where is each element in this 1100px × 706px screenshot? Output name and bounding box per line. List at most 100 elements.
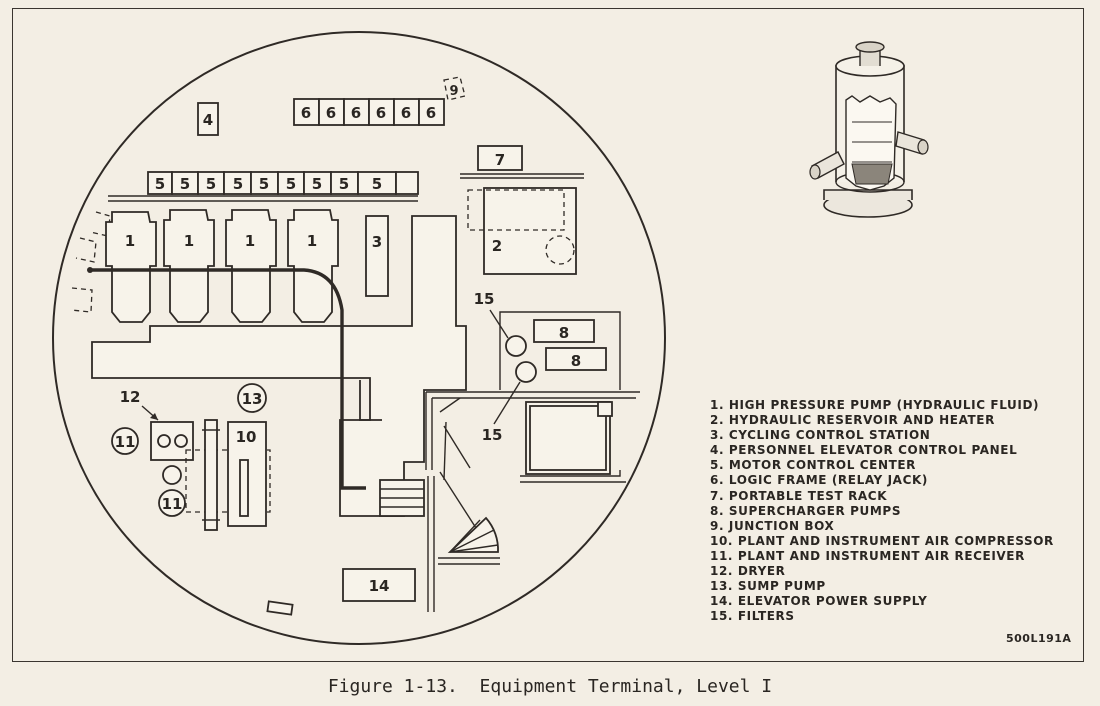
filter bbox=[515, 361, 537, 383]
wall-niche bbox=[75, 237, 97, 263]
legend-item: 1. HIGH PRESSURE PUMP (HYDRAULIC FLUID) bbox=[710, 398, 1040, 412]
label-5: 5 bbox=[233, 175, 243, 193]
legend-item: 3. CYCLING CONTROL STATION bbox=[710, 428, 931, 443]
air-receiver bbox=[162, 465, 182, 485]
supercharger-pump bbox=[545, 347, 607, 371]
supercharger-enclosure bbox=[499, 311, 621, 390]
label-5: 5 bbox=[286, 175, 296, 193]
wall-access-panel bbox=[266, 600, 294, 616]
piping-endpoint bbox=[87, 267, 93, 273]
label-1: 1 bbox=[307, 232, 317, 250]
air-receiver-label-circle bbox=[158, 489, 186, 517]
label-7: 7 bbox=[495, 151, 505, 169]
logic-frame bbox=[393, 98, 420, 126]
label-5: 5 bbox=[372, 175, 382, 193]
label-6: 6 bbox=[326, 104, 336, 122]
high-pressure-pump: 1 bbox=[225, 209, 277, 323]
leader-line bbox=[489, 309, 509, 339]
high-pressure-pump: 1 bbox=[287, 209, 339, 323]
label-6: 6 bbox=[351, 104, 361, 122]
legend-item: 5. MOTOR CONTROL CENTER bbox=[710, 458, 917, 473]
label-5: 5 bbox=[180, 175, 190, 193]
label-6: 6 bbox=[301, 104, 311, 122]
legend-item: 10. PLANT AND INSTRUMENT AIR COMPRESSOR bbox=[710, 533, 1054, 548]
legend-item: 9. JUNCTION BOX bbox=[710, 518, 835, 533]
figure-id: 500L191A bbox=[1006, 632, 1072, 645]
legend-item: 13. SUMP PUMP bbox=[710, 579, 826, 594]
leader-arrow bbox=[150, 413, 158, 420]
logic-frame bbox=[368, 98, 395, 126]
portable-test-rack bbox=[477, 145, 523, 171]
dryer-port bbox=[174, 434, 188, 448]
legend-item: 2. HYDRAULIC RESERVOIR AND HEATER bbox=[710, 413, 995, 428]
silo-inset-illustration bbox=[809, 41, 929, 218]
elevator-door bbox=[427, 471, 500, 612]
legend-item: 11. PLANT AND INSTRUMENT AIR RECEIVER bbox=[710, 548, 1025, 563]
label-5: 5 bbox=[259, 175, 269, 193]
legend-item: 4. PERSONNEL ELEVATOR CONTROL PANEL bbox=[710, 443, 1018, 458]
reservoir-heater bbox=[467, 189, 565, 231]
label-1: 1 bbox=[184, 232, 194, 250]
logic-frame bbox=[293, 98, 320, 126]
figure-frame bbox=[12, 8, 1084, 662]
legend-item: 6. LOGIC FRAME (RELAY JACK) bbox=[710, 473, 928, 488]
label-6: 6 bbox=[376, 104, 386, 122]
label-15: 15 bbox=[474, 290, 495, 308]
label-8: 8 bbox=[559, 324, 569, 342]
label-5: 5 bbox=[206, 175, 216, 193]
motor-control-cell bbox=[395, 171, 419, 195]
air-compressor-motor bbox=[239, 459, 249, 517]
silo-wall bbox=[52, 31, 666, 645]
label-1: 1 bbox=[245, 232, 255, 250]
label-14: 14 bbox=[369, 577, 390, 595]
legend-item: 8. SUPERCHARGER PUMPS bbox=[710, 503, 902, 518]
sump-pump bbox=[237, 383, 267, 413]
label-10: 10 bbox=[236, 428, 257, 446]
label-4: 4 bbox=[203, 111, 213, 129]
hydraulic-reservoir bbox=[483, 187, 577, 275]
label-1: 1 bbox=[125, 232, 135, 250]
hydraulic-piping bbox=[359, 380, 382, 421]
motor-control-center: 5 5 5 5 5 5 5 5 5 bbox=[147, 171, 419, 195]
high-pressure-pump: 1 bbox=[105, 211, 157, 323]
wall-niche bbox=[70, 287, 93, 313]
stairs bbox=[379, 479, 425, 517]
legend-item: 12. DRYER bbox=[710, 564, 786, 579]
air-receiver-label-circle bbox=[111, 427, 139, 455]
label-9: 9 bbox=[449, 84, 458, 99]
label-13: 13 bbox=[242, 390, 263, 408]
label-5: 5 bbox=[339, 175, 349, 193]
logic-frame bbox=[418, 98, 445, 126]
high-pressure-pump: 1 bbox=[163, 209, 215, 323]
cycling-control-station bbox=[365, 215, 389, 297]
legend-item: 15. FILTERS bbox=[710, 609, 795, 624]
label-5: 5 bbox=[155, 175, 165, 193]
dryer-port bbox=[157, 434, 171, 448]
label-11: 11 bbox=[162, 495, 183, 513]
label-6: 6 bbox=[401, 104, 411, 122]
elevator-control-panel bbox=[197, 102, 219, 136]
air-pipe bbox=[204, 419, 218, 531]
legend-item: 14. ELEVATOR POWER SUPPLY bbox=[710, 594, 928, 609]
logic-frame-row: 6 6 6 6 6 6 bbox=[293, 98, 445, 126]
elevator-power-supply bbox=[342, 568, 416, 602]
label-12: 12 bbox=[120, 388, 141, 406]
label-5: 5 bbox=[312, 175, 322, 193]
label-15: 15 bbox=[482, 426, 503, 444]
hydraulic-piping bbox=[90, 268, 366, 490]
reservoir-tank bbox=[545, 235, 575, 265]
elevator-shaft bbox=[425, 391, 640, 483]
label-8: 8 bbox=[571, 352, 581, 370]
filter bbox=[505, 335, 527, 357]
supercharger-pump bbox=[533, 319, 595, 343]
label-11: 11 bbox=[115, 433, 136, 451]
label-3: 3 bbox=[372, 233, 382, 251]
junction-box bbox=[443, 76, 466, 101]
legend: 1. HIGH PRESSURE PUMP (HYDRAULIC FLUID) … bbox=[710, 398, 1054, 624]
legend-item: 7. PORTABLE TEST RACK bbox=[710, 488, 888, 503]
label-2: 2 bbox=[492, 237, 502, 255]
figure-caption: Figure 1-13. Equipment Terminal, Level I bbox=[327, 676, 773, 697]
leader-line bbox=[493, 381, 521, 425]
label-6: 6 bbox=[426, 104, 436, 122]
